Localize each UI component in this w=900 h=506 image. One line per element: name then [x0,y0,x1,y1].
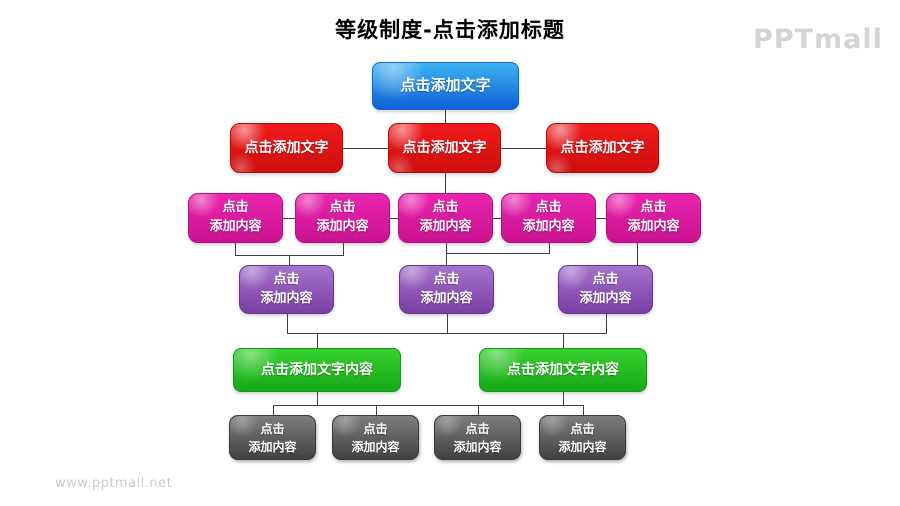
node-label-line1: 点击 [570,421,595,436]
node-label-line2: 添加内容 [453,439,502,454]
connector-line [445,110,446,123]
node-purple-1[interactable]: 点击 添加内容 [239,265,334,314]
watermark-url: www.pptmall.net [55,476,173,491]
connector-line [273,405,584,406]
connector-line [235,255,344,256]
node-label-line2: 添加内容 [522,219,575,234]
connector-line [606,314,607,334]
node-label-line1: 点击 [273,271,300,287]
node-label-line2: 添加内容 [420,290,473,306]
connector-line [317,333,318,348]
node-label: 点击添加文字内容 [507,361,619,378]
connector-line [583,405,584,415]
connector-line [637,243,638,265]
connector-line [289,255,290,265]
pptmall-logo: PPTmall [753,24,883,55]
connector-line [390,218,398,219]
connector-line [343,148,388,149]
connector-line [287,333,607,334]
node-label: 点击添加文字 [560,139,645,156]
node-magenta-2[interactable]: 点击 添加内容 [295,193,390,243]
connector-line [446,253,550,254]
node-red-1[interactable]: 点击添加文字 [230,123,343,173]
node-label-line1: 点击 [465,421,490,436]
node-label-line2: 添加内容 [627,219,680,234]
node-blue-1[interactable]: 点击添加文字 [372,62,519,110]
connector-line [501,148,546,149]
node-label-line2: 添加内容 [260,290,313,306]
node-green-2[interactable]: 点击添加文字内容 [479,348,647,392]
connector-line [447,314,448,334]
node-label: 点击添加文字 [244,139,329,156]
node-purple-3[interactable]: 点击 添加内容 [558,265,653,314]
node-label-line1: 点击 [363,421,388,436]
node-magenta-5[interactable]: 点击 添加内容 [606,193,701,243]
node-magenta-3[interactable]: 点击 添加内容 [398,193,493,243]
connector-line [596,218,606,219]
node-red-2[interactable]: 点击添加文字 [388,123,501,173]
connector-line [445,173,446,193]
node-label-line2: 添加内容 [248,439,297,454]
node-gray-2[interactable]: 点击 添加内容 [332,415,419,460]
node-magenta-4[interactable]: 点击 添加内容 [501,193,596,243]
node-label-line1: 点击 [640,200,667,216]
node-label-line1: 点击 [592,271,619,287]
connector-line [563,333,564,348]
connector-line [283,218,295,219]
node-label: 点击添加文字内容 [261,361,373,378]
connector-line [493,218,501,219]
node-label-line1: 点击 [329,200,356,216]
node-label-line1: 点击 [222,200,249,216]
node-label-line2: 添加内容 [209,219,262,234]
node-label-line1: 点击 [433,271,460,287]
slide-title: 等级制度-点击添加标题 [335,18,565,42]
node-label: 点击添加文字 [402,139,487,156]
node-green-1[interactable]: 点击添加文字内容 [233,348,401,392]
connector-line [549,243,550,254]
node-label-line1: 点击 [432,200,459,216]
connector-line [446,243,447,265]
node-label-line2: 添加内容 [351,439,400,454]
connector-line [317,392,318,405]
node-gray-4[interactable]: 点击 添加内容 [539,415,626,460]
connector-line [343,243,344,256]
node-gray-3[interactable]: 点击 添加内容 [434,415,521,460]
connector-line [376,405,377,415]
node-label: 点击添加文字 [400,76,491,95]
connector-line [563,392,564,405]
connector-line [273,405,274,415]
connector-line [235,243,236,256]
node-label-line2: 添加内容 [579,290,632,306]
node-red-3[interactable]: 点击添加文字 [546,123,659,173]
node-label-line1: 点击 [260,421,285,436]
node-label-line2: 添加内容 [558,439,607,454]
connector-line [478,405,479,415]
node-purple-2[interactable]: 点击 添加内容 [399,265,494,314]
node-label-line1: 点击 [535,200,562,216]
node-magenta-1[interactable]: 点击 添加内容 [188,193,283,243]
connector-line [287,314,288,334]
node-label-line2: 添加内容 [316,219,369,234]
node-gray-1[interactable]: 点击 添加内容 [229,415,316,460]
node-label-line2: 添加内容 [419,219,472,234]
